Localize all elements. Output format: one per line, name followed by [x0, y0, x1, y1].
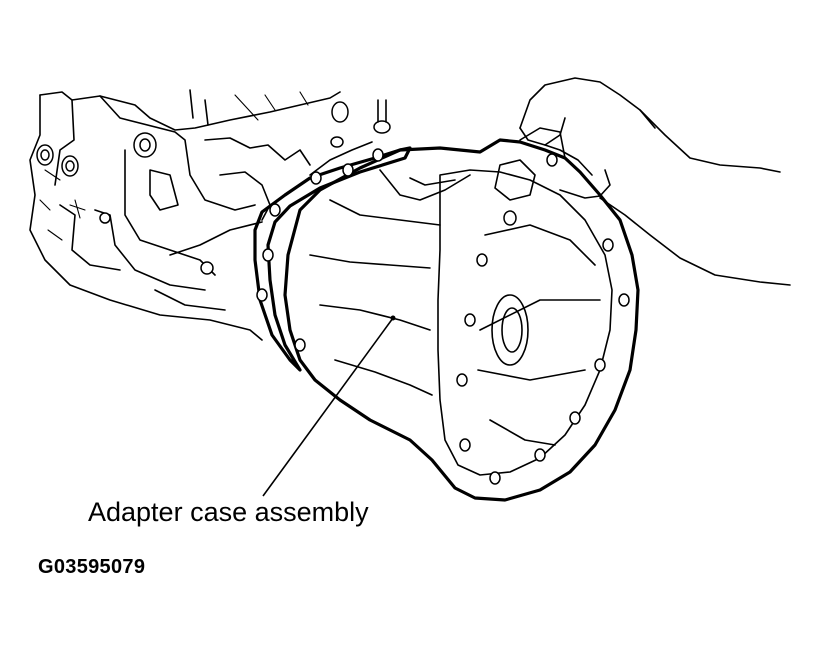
adapter-case-label: Adapter case assembly: [88, 497, 369, 527]
adapter-case-body: [253, 127, 640, 502]
hand: [519, 77, 791, 286]
flange-bolt-holes: [256, 148, 630, 485]
leader-line: [262, 317, 394, 497]
figure-id: G03595079: [38, 556, 146, 578]
engine-block: [29, 89, 391, 341]
leader-dot: [390, 315, 396, 321]
